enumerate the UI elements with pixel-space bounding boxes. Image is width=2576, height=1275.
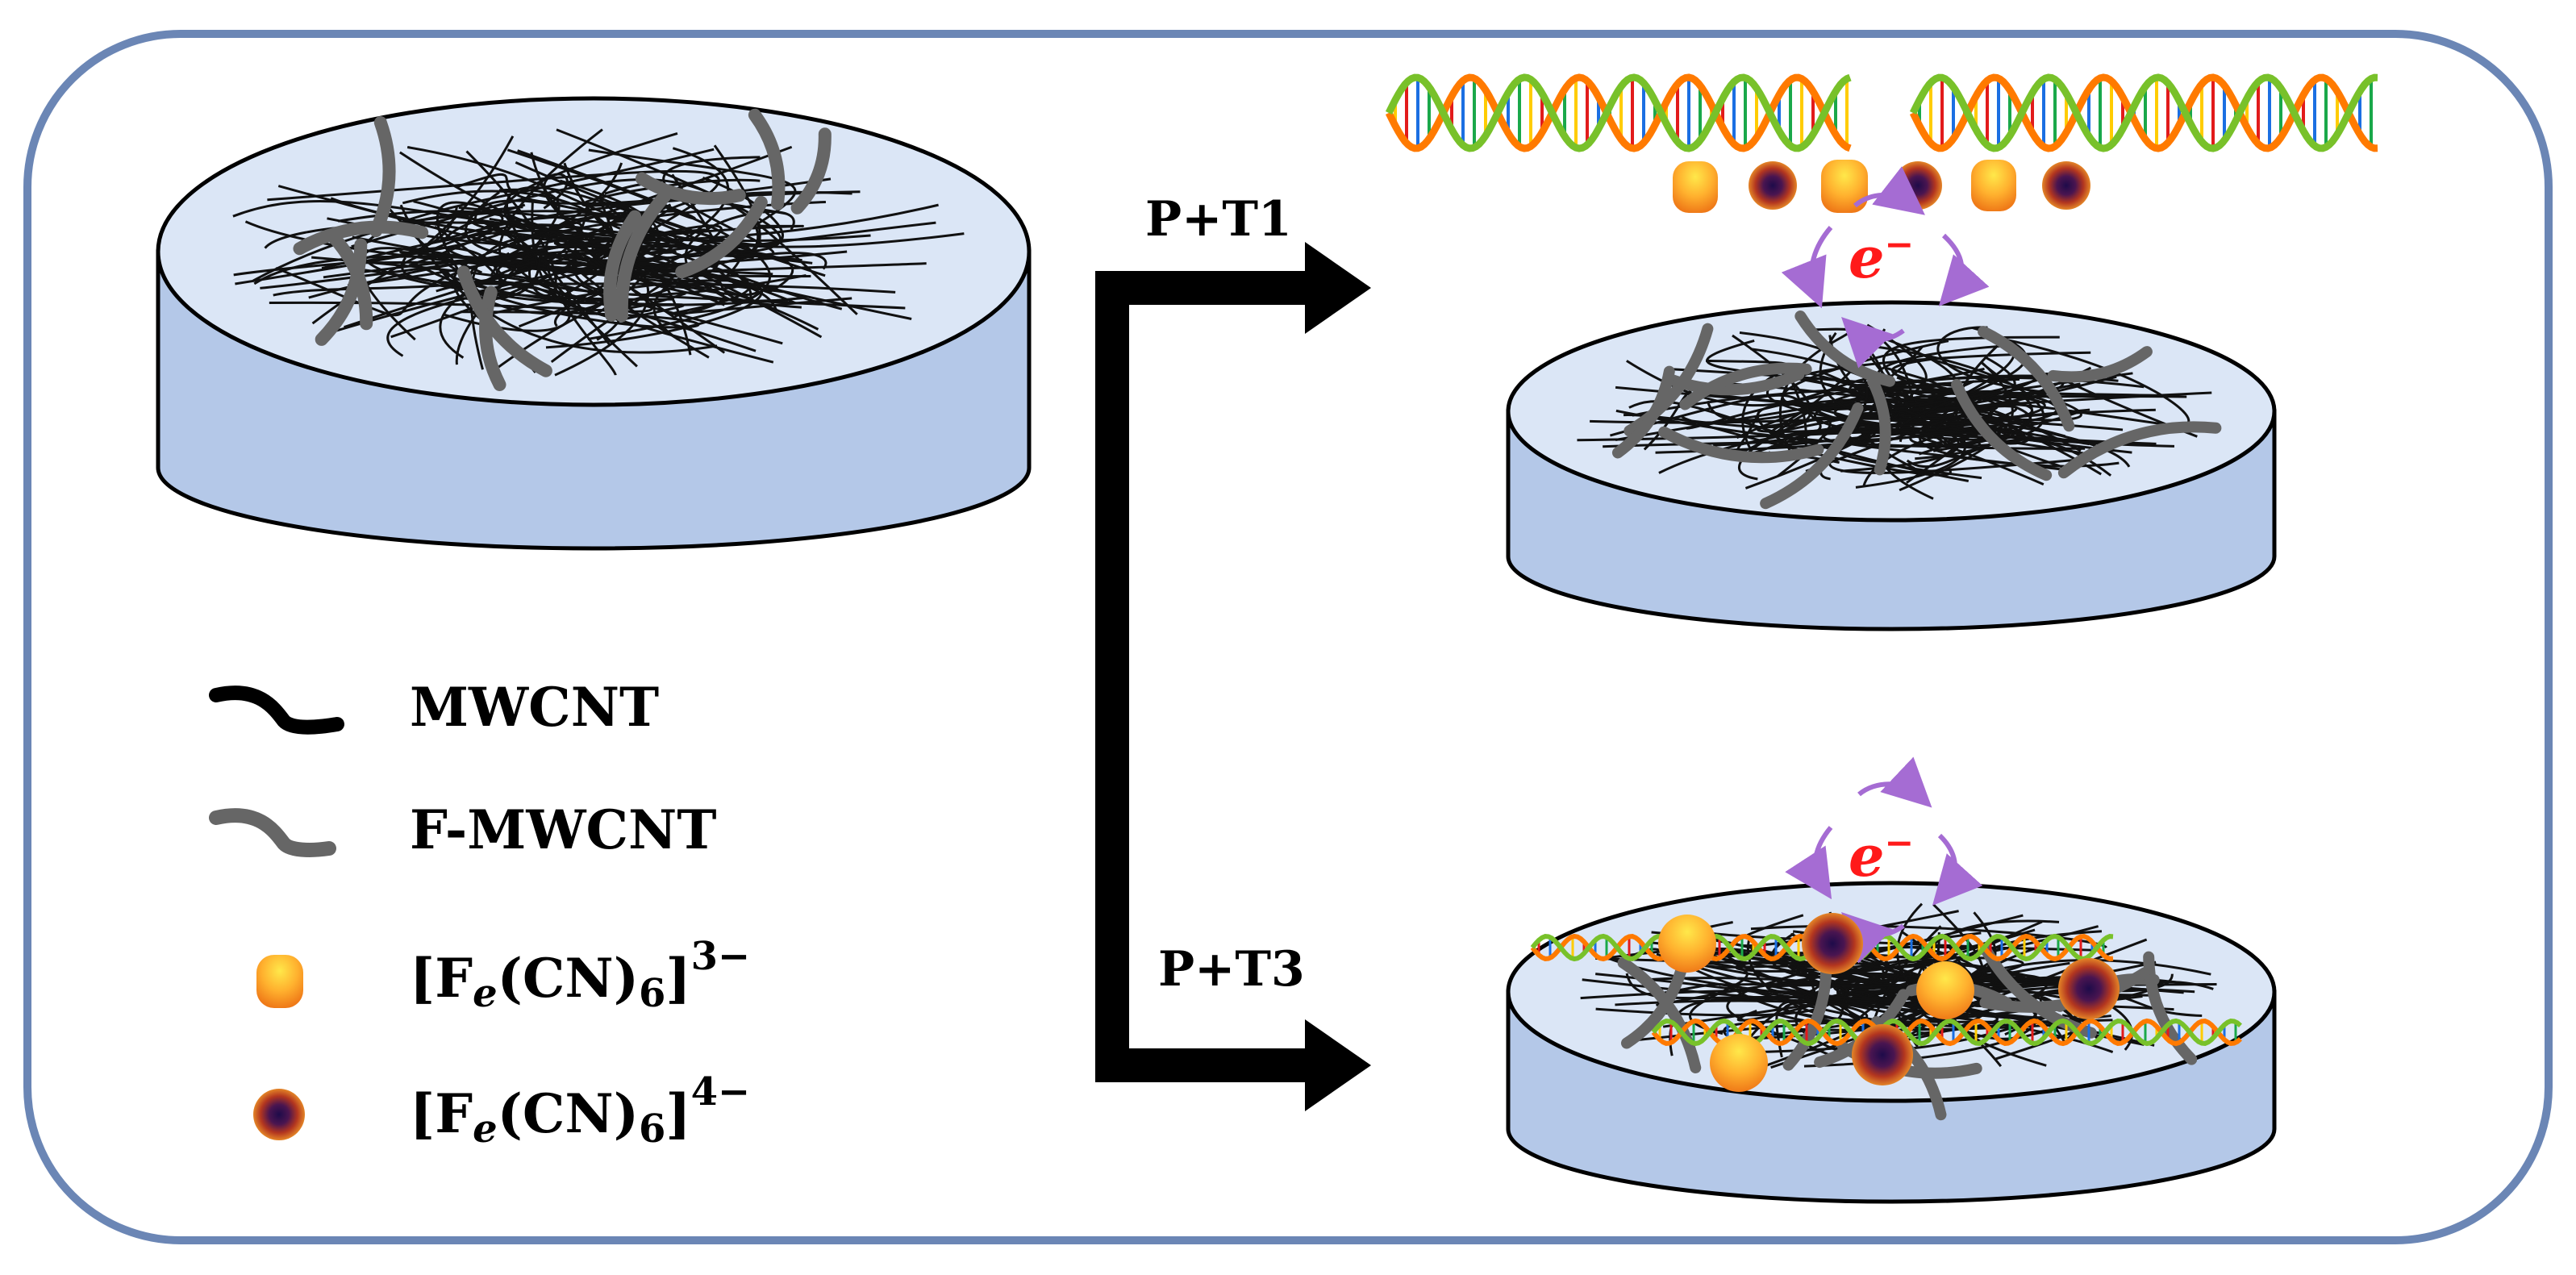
mwcnt-strand [1674,925,1942,1027]
fe3-ion-icon [1971,160,2016,211]
fe4-ion-icon [2042,161,2090,210]
arrow-lower-label: P+T3 [1158,941,1305,998]
electron-label-upper: e− [1849,224,1914,291]
fe3-ion-icon [1673,161,1718,213]
f-mwcnt-legend-icon [209,808,336,857]
dna-backbone [1909,73,2378,152]
f-mwcnt-strand [315,238,368,346]
f-mwcnt-strand [1658,426,1824,464]
f-mwcnt-strand [369,116,396,238]
arrow-upper-label: P+T1 [1145,191,1292,248]
mwcnt-strand [308,224,804,299]
fe4-ion-icon [1749,161,1797,210]
dna-backbone [1385,73,1852,152]
f-mwcnt-strand [1951,378,2053,481]
mwcnt-strand [1766,351,2157,445]
branch-arrows [1095,242,1371,1111]
mwcnt-strand [553,231,794,294]
mwcnt-strand [461,255,611,346]
mwcnt-strand [544,215,657,376]
arrow-upper-shaft [1095,271,1307,305]
mwcnt-strand [1805,408,1994,484]
f-mwcnt-strand [615,190,672,323]
legend-fe4-label: [Fe(CN)6]4− [410,1069,750,1152]
fe3-ion-icon [1821,160,1868,213]
dna-helix-left [1385,73,1852,152]
mwcnt-strand [669,272,852,315]
arrow-upper-head [1305,242,1371,334]
mwcnt-strand [1771,328,2133,434]
legend-mwcnt-label: MWCNT [410,676,659,739]
mwcnt-strand [1757,391,2212,433]
f-mwcnt-strand [1679,362,1812,410]
f-mwcnt-strand [1620,956,1690,1049]
electron-label-lower: e− [1849,823,1914,890]
f-mwcnt-strand [456,265,552,377]
electrode-disk-bare [156,96,1032,551]
f-mwcnt-strand [1611,365,1675,459]
f-mwcnt-strand [2057,421,2222,479]
mwcnt-strand [1737,417,1832,481]
legend-fe3-label: [Fe(CN)6]3− [410,934,750,1016]
fe4-ion-icon [2058,958,2120,1019]
f-mwcnt-strand [1760,402,1864,510]
arrow-lower-shaft [1095,1048,1307,1082]
f-mwcnt-strand [635,172,746,206]
mwcnt-strand [1686,374,2119,430]
electrode-disk-p-t1 [1506,300,2277,631]
mwcnt-strand [311,223,843,325]
f-mwcnt-strand [1794,310,1896,387]
f-mwcnt-strand [603,210,642,322]
f-mwcnt-strand [293,220,429,256]
surface-ions [1658,913,2120,1092]
f-mwcnt-strand [2047,346,2153,383]
mwcnt-strand [351,178,858,315]
f-mwcnt-strand [479,285,506,391]
electron-transfer-cycle-icon [1781,166,1990,369]
ion-row [1673,160,2090,213]
legend: MWCNT F-MWCNT [Fe(CN)6]3− [Fe(CN)6]4− [209,676,750,1152]
fe4-ion-icon [1852,1024,1913,1085]
dna-backbone [1651,1018,2242,1047]
mwcnt-strand [1981,333,2190,427]
fe4-ion-icon [253,1089,305,1140]
fe3-ion-icon [1710,1034,1768,1092]
dna-helix-right [1909,73,2378,152]
dna-backbone [1385,73,1852,152]
mwcnt-strand [556,128,782,265]
fe4-ion-icon [1894,161,1942,210]
mwcnt-legend-icon [209,685,344,735]
f-mwcnt-strand [1978,326,2075,432]
f-mwcnt-strand [790,127,832,215]
fe3-ion-icon [256,955,303,1008]
f-mwcnt-strand [675,195,768,279]
arrow-stem [1095,271,1129,1082]
mwcnt-strand [452,162,623,350]
dna-backbone [1909,73,2378,152]
f-mwcnt-strand [1617,956,1702,1073]
arrow-lower-head [1305,1019,1371,1111]
mwcnt-strand [1819,331,2046,425]
fe3-ion-icon [1916,961,1974,1019]
electron-transfer-cycle-icon [1785,756,1983,964]
f-mwcnt-segments [1611,310,2222,510]
fe4-ion-icon [1802,913,1863,974]
f-mwcnt-strand [748,108,786,210]
fe3-ion-icon [1658,915,1716,973]
legend-f-mwcnt-label: F-MWCNT [410,798,716,861]
mwcnt-strand [436,280,571,332]
f-mwcnt-strand [1867,376,1891,476]
mwcnt-strand [267,169,720,259]
f-mwcnt-segments [293,108,832,391]
